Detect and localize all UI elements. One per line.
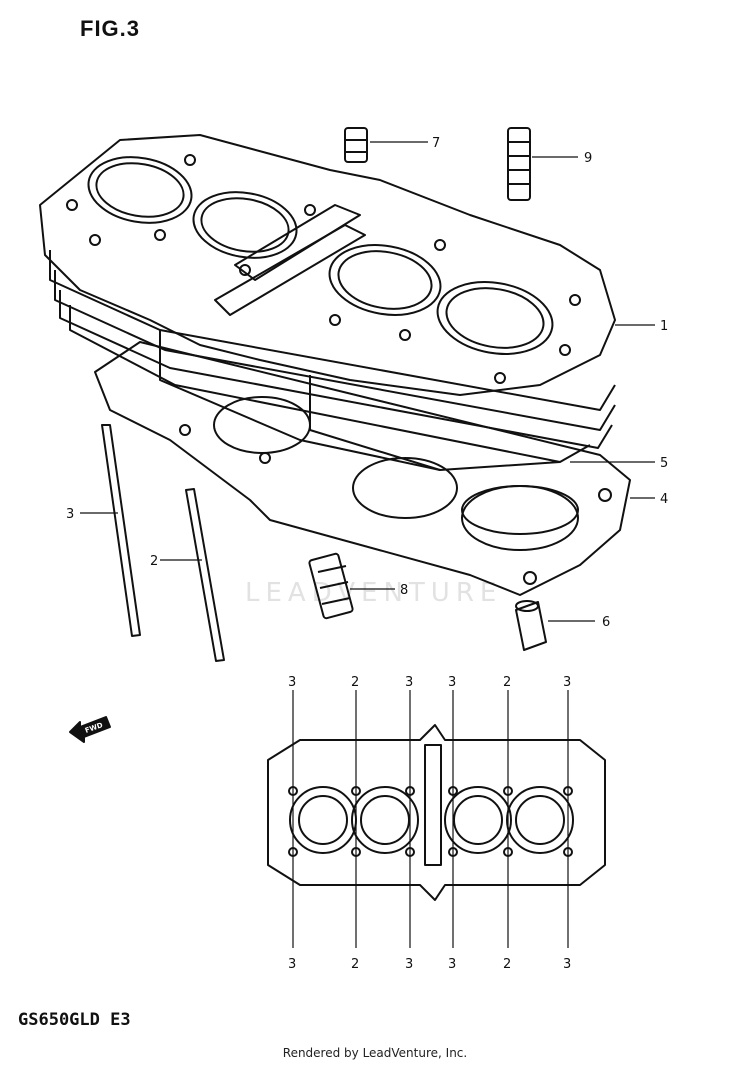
- part-8-seal: [308, 552, 354, 620]
- callout-7: 7: [432, 136, 440, 151]
- cylinder-block: [39, 134, 616, 471]
- part-7-seal: [344, 127, 368, 163]
- plan-bottom-label: 3: [563, 957, 571, 972]
- dowel-pin: [515, 600, 547, 651]
- forward-arrow-icon: [69, 716, 111, 743]
- plan-bottom-label: 3: [448, 957, 456, 972]
- plan-bottom-label: 2: [351, 957, 359, 972]
- render-credit: Rendered by LeadVenture, Inc.: [282, 1046, 468, 1060]
- callout-5: 5: [660, 456, 668, 471]
- plan-bottom-label: 2: [503, 957, 511, 972]
- plan-top-label: 2: [351, 675, 359, 690]
- callout-6: 6: [602, 615, 610, 630]
- plan-top-label: 3: [288, 675, 296, 690]
- o-ring: [461, 485, 579, 535]
- model-code: GS650GLD E3: [18, 1010, 131, 1030]
- stud-long: [101, 424, 141, 637]
- callout-1: 1: [660, 319, 668, 334]
- callout-4: 4: [660, 492, 668, 507]
- plan-top-label: 3: [563, 675, 571, 690]
- tightening-order-plan: [267, 690, 606, 948]
- leader-lines: [80, 141, 655, 622]
- callout-3: 3: [66, 507, 74, 522]
- part-9-seal-stack: [507, 127, 531, 201]
- plan-bottom-label: 3: [405, 957, 413, 972]
- plan-top-label: 3: [405, 675, 413, 690]
- figure-title: FIG.3: [80, 16, 141, 41]
- watermark-text: LEADVENTURE: [245, 578, 503, 608]
- stud-short: [185, 488, 225, 662]
- callout-2: 2: [150, 554, 158, 569]
- plan-bottom-label: 3: [288, 957, 296, 972]
- callout-8: 8: [400, 583, 408, 598]
- callout-9: 9: [584, 151, 592, 166]
- plan-top-label: 3: [448, 675, 456, 690]
- plan-top-label: 2: [503, 675, 511, 690]
